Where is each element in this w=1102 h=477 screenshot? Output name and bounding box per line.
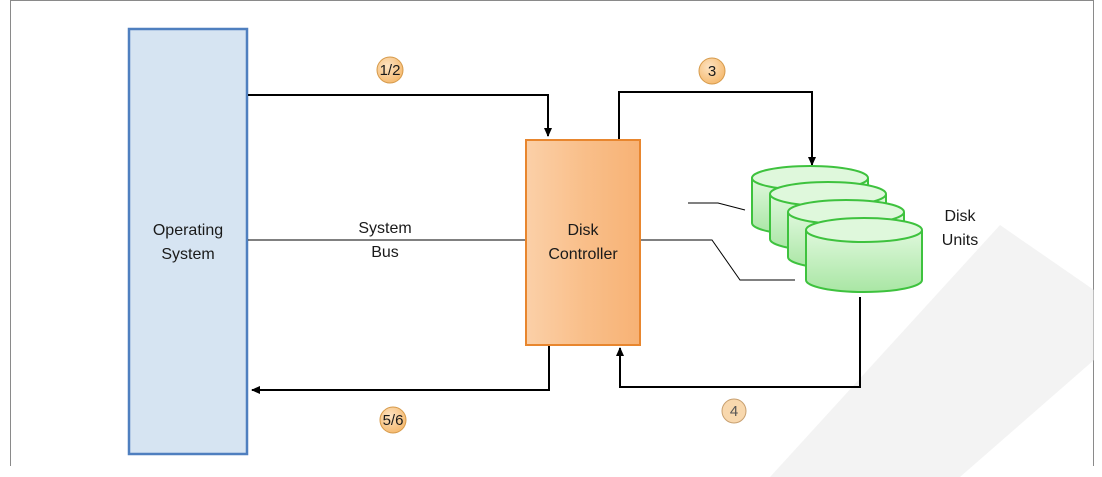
disk-units-label-line1: Disk: [944, 208, 976, 225]
disk-unit: [805, 217, 923, 293]
step-badge-1-2: 1/2: [376, 56, 404, 84]
arrow-from-disks: [616, 297, 861, 388]
step-label: 3: [708, 63, 716, 80]
os-label-line1: Operating: [153, 222, 223, 239]
bus-label-line2: Bus: [371, 244, 399, 261]
step-label: 1/2: [380, 62, 401, 79]
disk-controller-box: Disk Controller: [525, 139, 641, 346]
controller-label-line1: Disk: [567, 222, 599, 239]
step-label: 5/6: [383, 412, 404, 429]
arrow-response: [251, 346, 550, 394]
step-badge-4: 4: [721, 398, 747, 424]
controller-disk-bus-lower: [641, 239, 795, 281]
step-badge-3: 3: [698, 57, 726, 85]
step-label: 4: [730, 403, 738, 420]
watermark: [770, 225, 1094, 477]
step-badge-5-6: 5/6: [379, 406, 407, 434]
disk-units-label-line2: Units: [942, 232, 978, 249]
arrow-to-disks: [618, 91, 816, 166]
arrow-request: [248, 94, 552, 137]
operating-system-box: Operating System: [127, 27, 249, 456]
controller-label-line2: Controller: [548, 246, 618, 263]
bus-label-line1: System: [358, 220, 411, 237]
diagram-frame: [10, 0, 1094, 466]
controller-disk-bus-upper: [688, 202, 746, 211]
os-label-line2: System: [161, 246, 214, 263]
disk-units-stack: [751, 165, 923, 293]
